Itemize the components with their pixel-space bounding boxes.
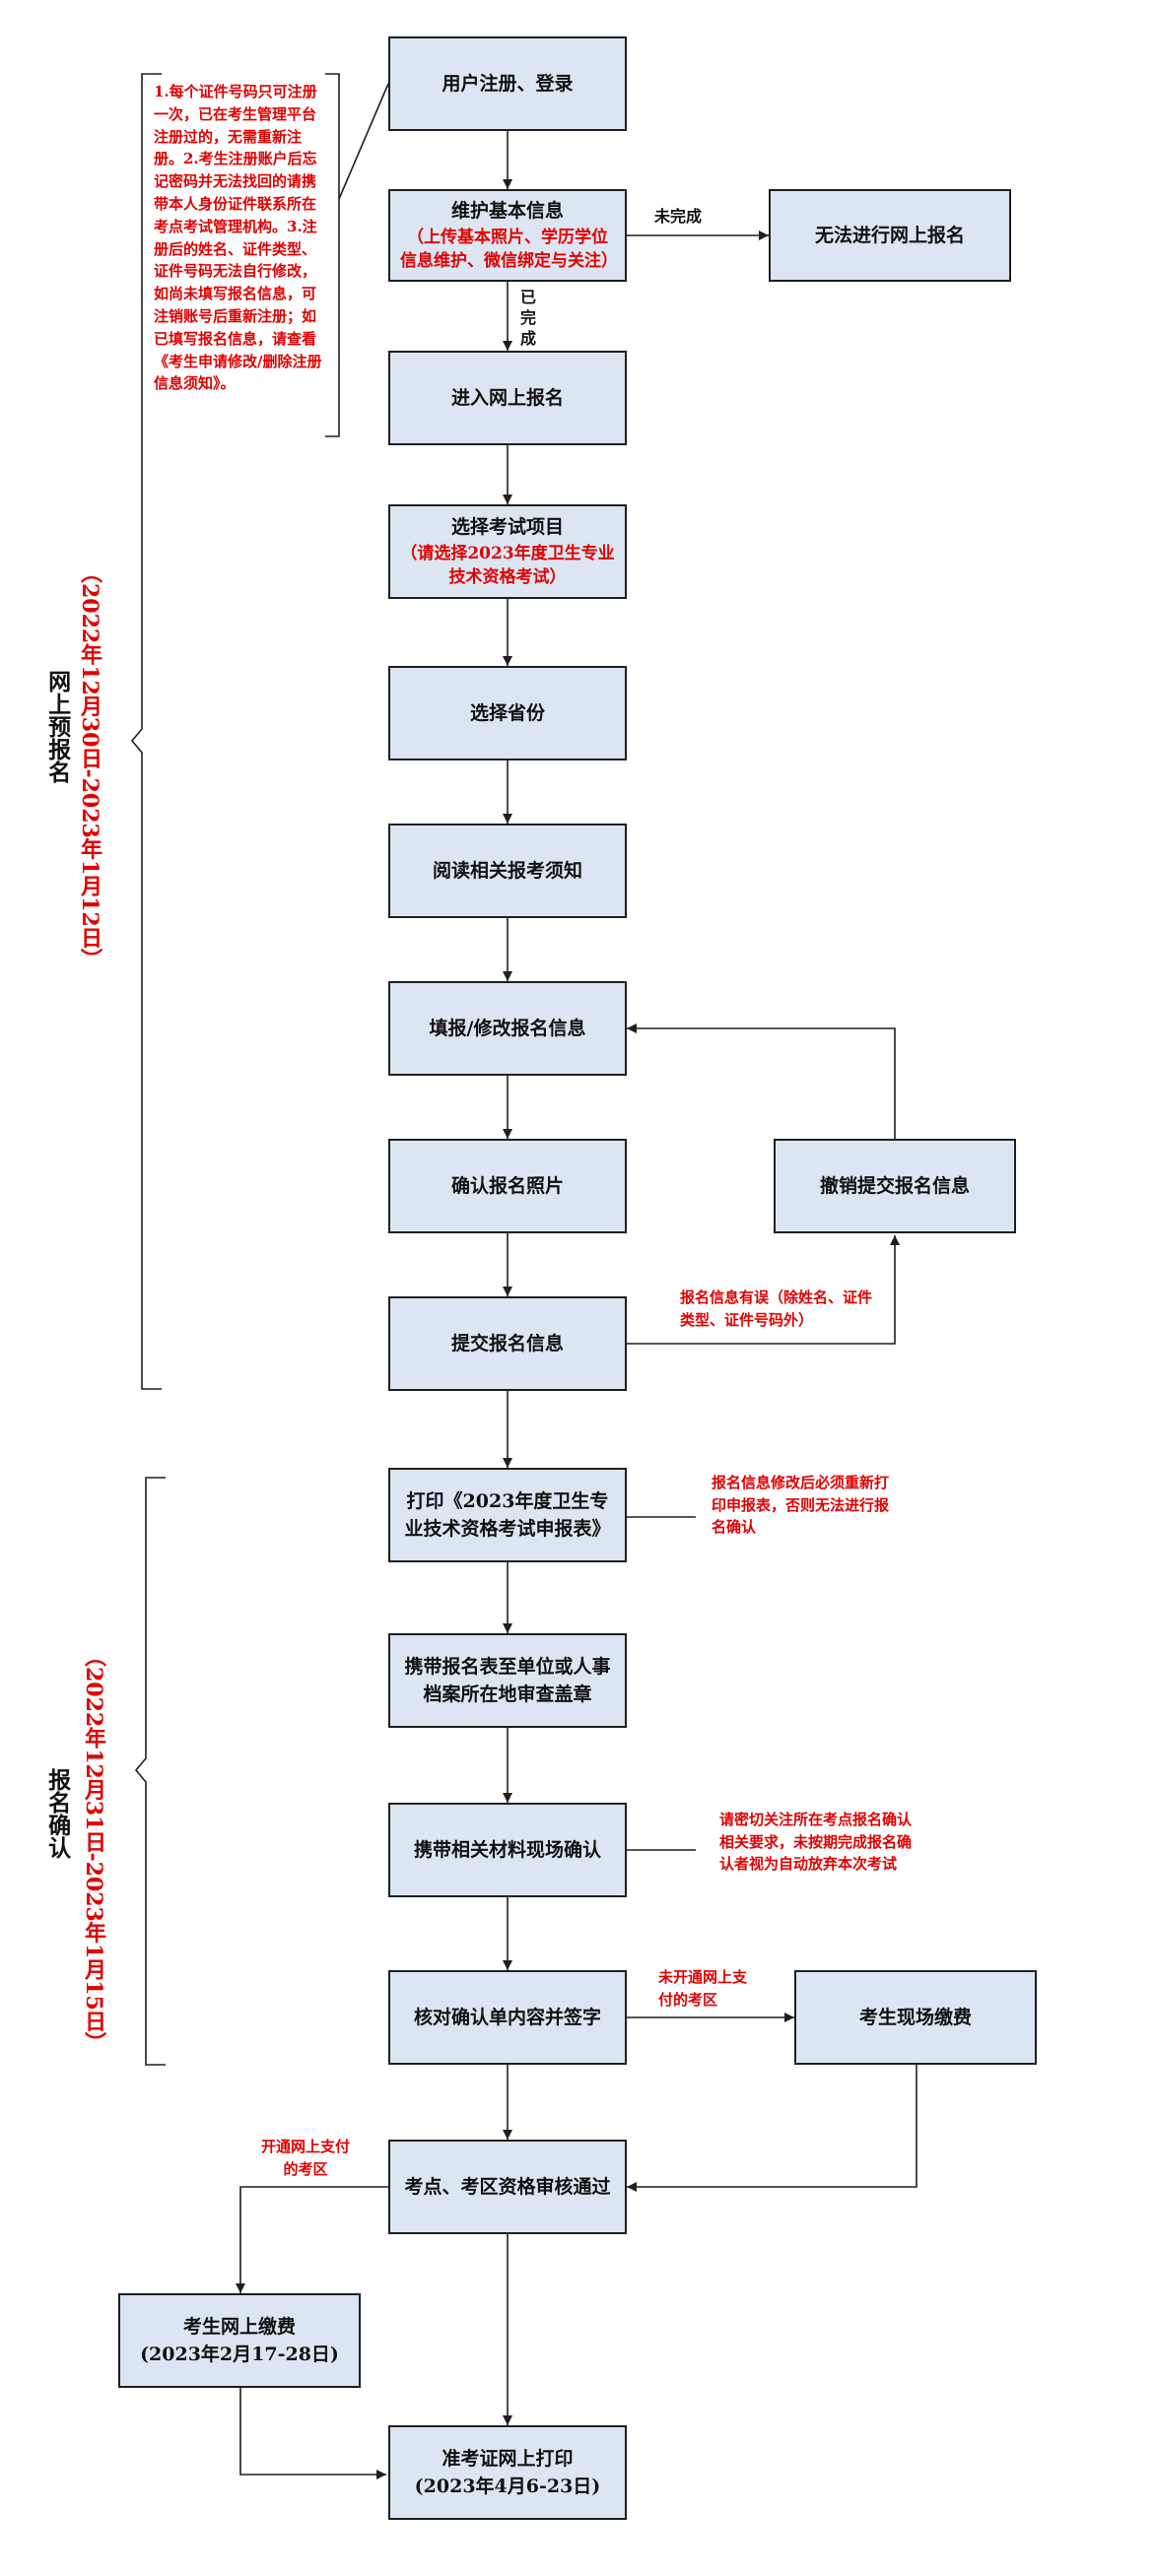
confirmation-dates: （2022年12月31日-2023年1月15日） (81, 1645, 106, 2054)
arrow-onsitepay-pass (627, 2065, 917, 2192)
arrow-revoke-fill (627, 1024, 896, 1139)
register-rules-note: 1.每个证件号码只可注册一次，已在考生管理平台注册过的，无需重新注册。2.考生注… (154, 83, 322, 393)
register-login-box: 用户注册、登录 (388, 36, 627, 131)
online-payment-label: 考生网上缴费 (182, 2315, 296, 2338)
select-exam-label: 选择考试项目 (450, 516, 564, 539)
confirm-photo-label: 确认报名照片 (450, 1174, 564, 1197)
onsite-payment-label: 考生现场缴费 (858, 2006, 972, 2028)
arrow-onlinepay-admission (239, 2388, 386, 2479)
onsite-confirm-label: 携带相关材料现场确认 (413, 1838, 601, 1861)
incomplete-label: 未完成 (654, 207, 703, 226)
qualification-pass-box: 考点、考区资格审核通过 (388, 2140, 627, 2234)
qualification-pass-label: 考点、考区资格审核通过 (404, 2175, 611, 2198)
submit-info-box: 提交报名信息 (388, 1296, 627, 1391)
confirm-photo-box: 确认报名照片 (388, 1139, 627, 1233)
pre-registration-bracket (130, 73, 162, 1390)
submit-info-label: 提交报名信息 (450, 1332, 564, 1354)
admission-print-label: 准考证网上打印 (442, 2447, 574, 2470)
no-online-pay-note: 未开通网上支付的考区 (658, 1968, 748, 2009)
onsite-confirm-box: 携带相关材料现场确认 (388, 1803, 627, 1897)
confirmation-title: 报名确认 (43, 1768, 71, 1859)
admission-print-box: 准考证网上打印 (2023年4月6-23日) (388, 2425, 627, 2520)
revoke-submission-label: 撤销提交报名信息 (819, 1174, 970, 1197)
arrow-submit-revoke (626, 1235, 900, 1345)
maintain-info-label: 维护基本信息 (450, 200, 564, 223)
has-online-pay-note: 开通网上支付的考区 (260, 2138, 350, 2178)
stamp-box: 携带报名表至单位或人事档案所在地审查盖章 (388, 1633, 627, 1728)
print-form-label: 打印《2023年度卫生专业技术资格考试申报表》 (404, 1489, 611, 1541)
onsite-notice-note: 请密切关注所在考点报名确认相关要求，未按期完成报名确认者视为自动放弃本次考试 (719, 1811, 913, 1873)
read-notice-box: 阅读相关报考须知 (388, 824, 627, 918)
enter-registration-box: 进入网上报名 (388, 351, 627, 445)
print-form-box: 打印《2023年度卫生专业技术资格考试申报表》 (388, 1468, 627, 1562)
enter-registration-label: 进入网上报名 (450, 386, 564, 409)
complete-label: 已完成 (520, 288, 537, 348)
admission-print-dates: (2023年4月6-23日) (414, 2476, 601, 2497)
stamp-label: 携带报名表至单位或人事档案所在地审查盖章 (404, 1655, 611, 1706)
select-exam-box: 选择考试项目 （请选择2023年度卫生专业技术资格考试） (388, 504, 627, 599)
fill-info-box: 填报/修改报名信息 (388, 981, 627, 1076)
online-payment-dates: (2023年2月17-28日) (140, 2344, 339, 2365)
pre-registration-title: 网上预报名 (43, 670, 71, 783)
register-notes-bracket (325, 73, 340, 437)
maintain-info-box: 维护基本信息 （上传基本照片、学历学位信息维护、微信绑定与关注） (388, 189, 627, 282)
arrow-pass-onlinepay (236, 2186, 388, 2293)
read-notice-label: 阅读相关报考须知 (432, 859, 582, 882)
online-payment-box: 考生网上缴费 (2023年2月17-28日) (118, 2293, 361, 2388)
cannot-register-label: 无法进行网上报名 (814, 224, 965, 246)
confirmation-bracket (134, 1477, 166, 2066)
revoke-submission-box: 撤销提交报名信息 (774, 1139, 1016, 1233)
fill-info-label: 填报/修改报名信息 (429, 1017, 586, 1039)
verify-sign-box: 核对确认单内容并签字 (388, 1970, 627, 2065)
verify-sign-label: 核对确认单内容并签字 (413, 2006, 601, 2028)
maintain-info-sub: （上传基本照片、学历学位信息维护、微信绑定与关注） (400, 227, 618, 272)
submit-error-note: 报名信息有误（除姓名、证件类型、证件号码外） (680, 1288, 873, 1329)
select-exam-sub: （请选择2023年度卫生专业技术资格考试） (400, 543, 615, 588)
cannot-register-box: 无法进行网上报名 (769, 189, 1011, 282)
select-province-label: 选择省份 (469, 701, 545, 724)
reprint-note: 报名信息修改后必须重新打印申报表，否则无法进行报名确认 (712, 1474, 890, 1536)
note-line-register (338, 83, 389, 200)
select-province-box: 选择省份 (388, 666, 627, 760)
onsite-payment-box: 考生现场缴费 (794, 1970, 1037, 2065)
register-login-label: 用户注册、登录 (442, 72, 574, 95)
pre-registration-dates: （2022年12月30日-2023年1月12日） (77, 561, 102, 970)
